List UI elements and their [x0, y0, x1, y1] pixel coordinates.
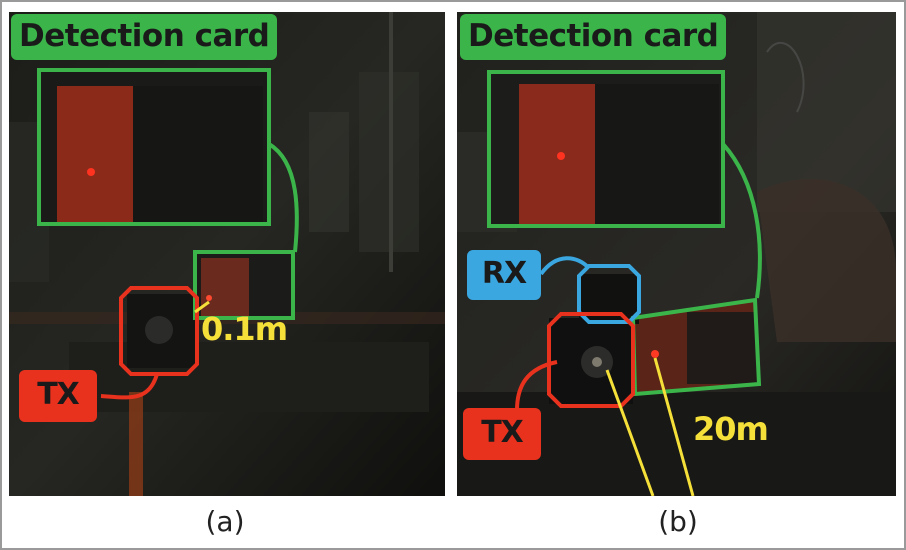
- detection-card-label-a: Detection card: [11, 14, 278, 60]
- caption-b: (b): [658, 505, 698, 538]
- distance-label-a: 0.1m: [201, 310, 288, 348]
- photo-panel-b: Detection card RX TX 20m: [457, 12, 896, 496]
- detection-card-label-b: Detection card: [460, 14, 727, 60]
- rx-label-b: RX: [467, 250, 541, 300]
- tx-label-a: TX: [19, 370, 97, 422]
- photo-a-scene: [9, 12, 445, 496]
- photo-panel-a: Detection card TX 0.1m: [9, 12, 445, 496]
- tx-label-b: TX: [463, 408, 541, 460]
- caption-a: (a): [205, 505, 245, 538]
- distance-label-b: 20m: [693, 410, 769, 448]
